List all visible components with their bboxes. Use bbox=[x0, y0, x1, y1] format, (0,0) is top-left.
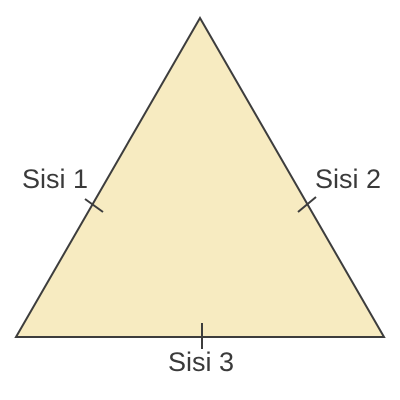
side-1-tick-mark bbox=[84, 198, 104, 213]
side-3-label: Sisi 3 bbox=[168, 347, 234, 377]
side-2-tick-mark bbox=[297, 196, 317, 213]
side-1-label: Sisi 1 bbox=[22, 164, 88, 194]
side-2-label: Sisi 2 bbox=[315, 164, 381, 194]
triangle-shape bbox=[14, 15, 386, 338]
